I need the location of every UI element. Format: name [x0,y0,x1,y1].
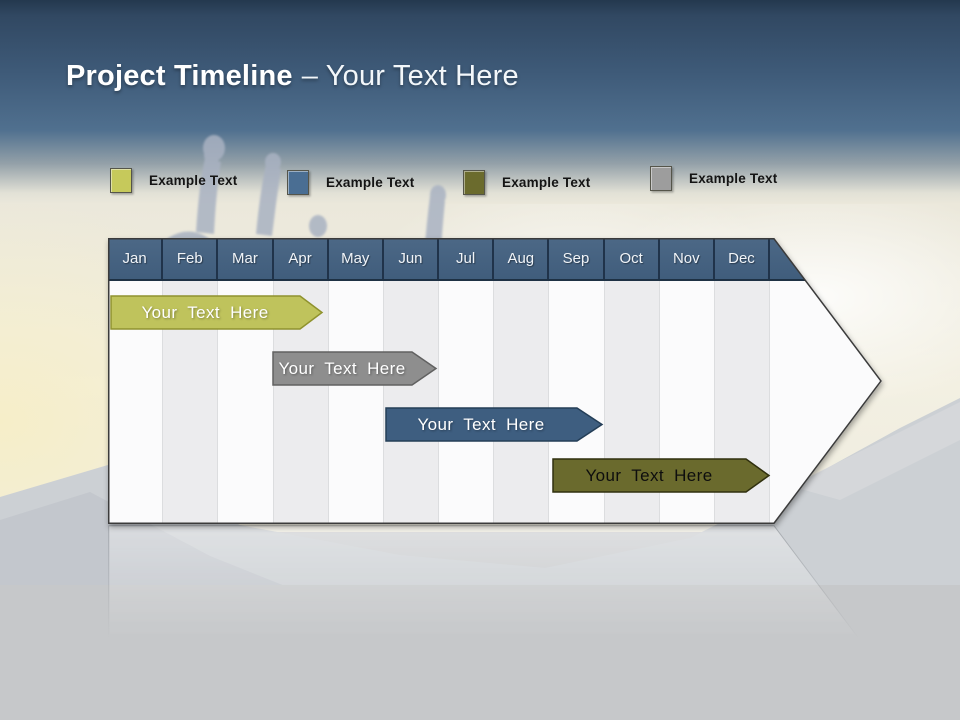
legend-label-1: Example Text [149,172,238,188]
legend-label-4: Example Text [689,170,778,186]
month-cell-jul: Jul [439,238,495,279]
legend-swatch-1 [110,167,132,193]
month-cell-aug: Aug [494,238,550,279]
timeline-arrow-body: Jan Feb Mar Apr May Jun Jul Aug Sep Oct … [108,238,882,524]
slide-title-subtitle: – Your Text Here [301,60,519,92]
timeline-bar-2: Your Text Here [272,351,438,386]
bar-label: Your Text Here [141,303,269,322]
legend-item-1: Example Text [110,167,238,193]
month-cell-sep: Sep [549,238,605,279]
legend-label-3: Example Text [502,174,591,190]
column-stripe [494,281,550,524]
legend-swatch-4 [650,165,672,191]
bar-label: Your Text Here [278,359,406,378]
legend-item-3: Example Text [463,169,591,195]
legend-item-2: Example Text [287,169,415,195]
column-stripe [383,281,440,524]
timeline-bar-1: Your Text Here [110,295,324,330]
legend-swatch-2 [287,169,309,195]
month-cell-feb: Feb [163,238,219,279]
month-cell-jun: Jun [384,238,440,279]
legend-swatch-3 [463,169,485,195]
timeline-reflection [108,525,882,720]
month-cell-nov: Nov [660,238,715,279]
column-stripe [328,281,384,524]
month-cell-may: May [329,238,384,279]
month-cell-mar: Mar [218,238,274,279]
bar-label: Your Text Here [585,466,713,485]
month-cell-dec: Dec [715,238,771,279]
month-cell-oct: Oct [605,238,660,279]
legend-label-2: Example Text [326,174,415,190]
month-cell-apr: Apr [274,238,329,279]
header-band-background [0,0,960,130]
month-cell-jan: Jan [108,238,164,279]
legend-item-4: Example Text [650,165,778,191]
timeline-arrow: Jan Feb Mar Apr May Jun Jul Aug Sep Oct … [108,238,882,524]
month-header-row: Jan Feb Mar Apr May Jun Jul Aug Sep Oct … [108,238,882,281]
timeline-bar-3: Your Text Here [385,407,604,442]
slide-title: Project Timeline– Your Text Here [66,60,519,93]
bar-label: Your Text Here [417,415,545,434]
timeline-bar-4: Your Text Here [552,458,771,493]
slide-title-main: Project Timeline [66,60,293,92]
column-stripe [439,281,495,524]
